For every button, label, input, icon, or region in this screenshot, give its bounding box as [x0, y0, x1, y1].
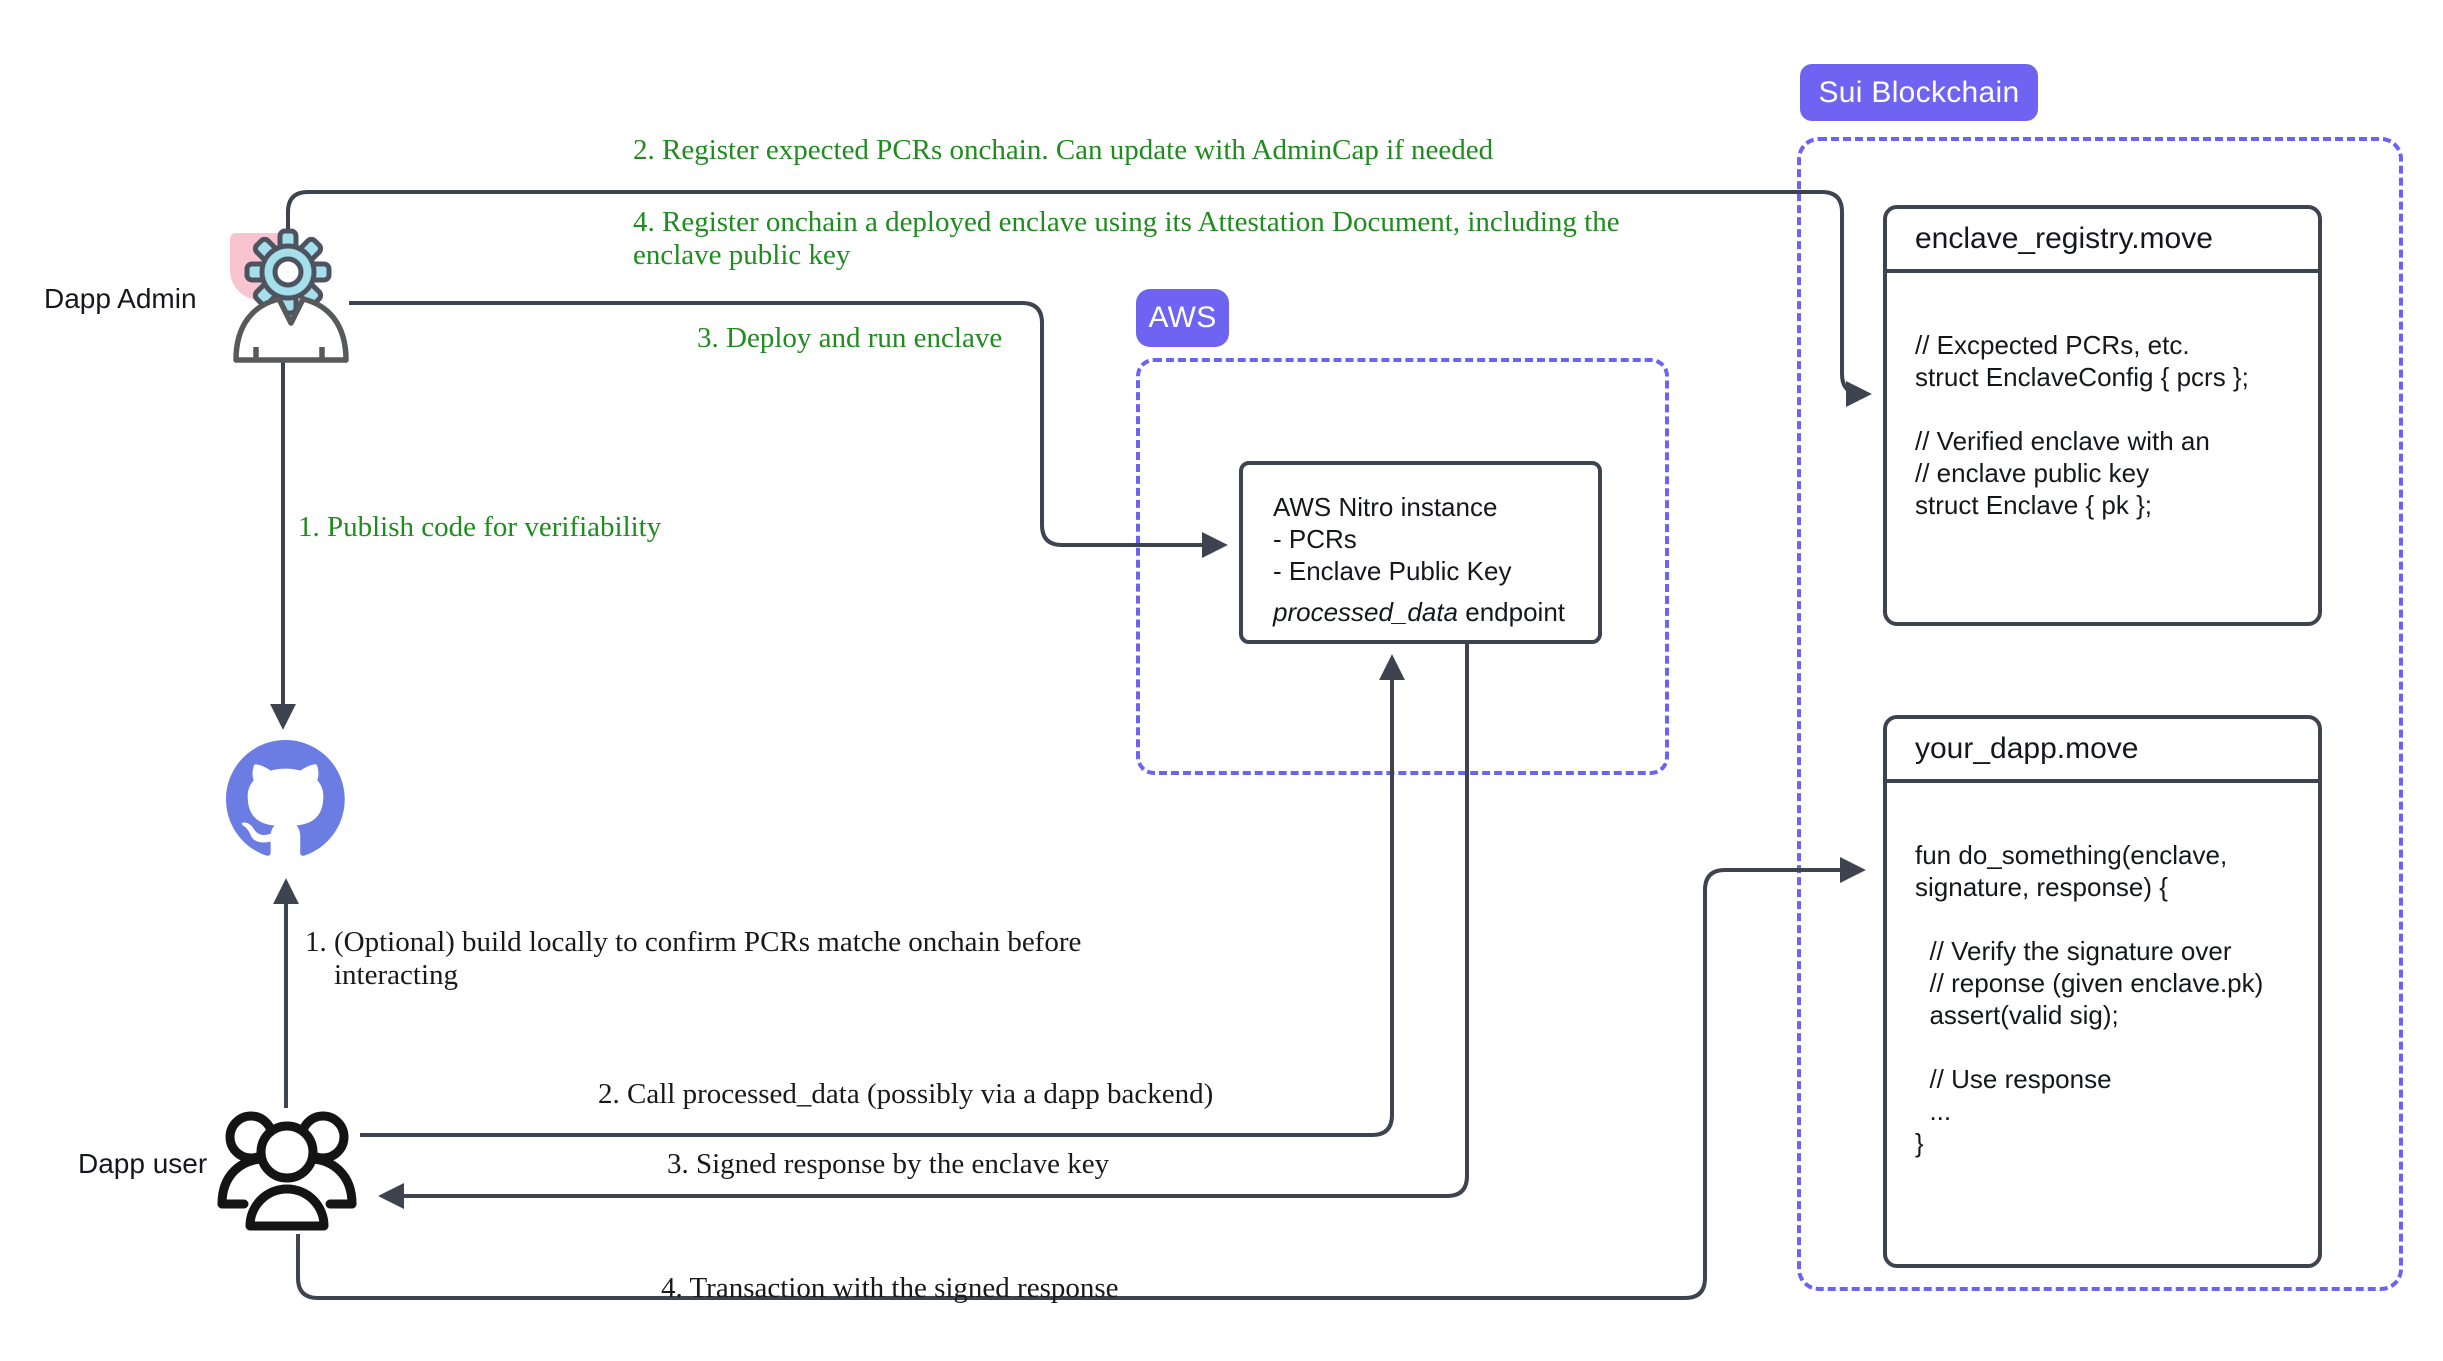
processed-data-endpoint-label: processed_data endpoint	[1273, 597, 1565, 628]
note-build-locally: 1. (Optional) build locally to confirm P…	[305, 926, 1082, 991]
note-publish-code: 1. Publish code for verifiability	[298, 511, 662, 543]
aws-badge: AWS	[1136, 289, 1229, 347]
admin-person-notches	[253, 347, 325, 360]
note-register-enclave: 4. Register onchain a deployed enclave u…	[633, 206, 1620, 271]
sui-blockchain-badge: Sui Blockchain	[1800, 64, 2038, 121]
note-call-endpoint: 2. Call processed_data (possibly via a d…	[598, 1078, 1214, 1110]
your-dapp-code: fun do_something(enclave, signature, res…	[1915, 840, 2264, 1158]
github-icon	[226, 740, 345, 856]
dapp-admin-label: Dapp Admin	[44, 283, 197, 314]
note-signed-response: 3. Signed response by the enclave key	[667, 1148, 1110, 1180]
sui-blockchain-boundary	[1797, 137, 2403, 1291]
endpoint-name: processed_data	[1273, 597, 1459, 627]
enclave-registry-code: // Excpected PCRs, etc. struct EnclaveCo…	[1915, 330, 2249, 520]
note-deploy-enclave: 3. Deploy and run enclave	[697, 322, 1003, 354]
aws-nitro-instance-box: AWS Nitro instance - PCRs - Enclave Publ…	[1239, 461, 1602, 644]
note-register-pcrs: 2. Register expected PCRs onchain. Can u…	[633, 134, 1494, 166]
your-dapp-box: your_dapp.move fun do_something(enclave,…	[1883, 715, 2322, 1268]
note-transaction: 4. Transaction with the signed response	[661, 1272, 1119, 1304]
dapp-user-label: Dapp user	[78, 1148, 208, 1179]
your-dapp-title: your_dapp.move	[1887, 719, 2318, 783]
enclave-registry-box: enclave_registry.move // Excpected PCRs,…	[1883, 205, 2322, 626]
admin-person-icon	[233, 296, 349, 363]
users-icon	[217, 1111, 357, 1231]
aws-nitro-lines: AWS Nitro instance - PCRs - Enclave Publ…	[1273, 492, 1512, 586]
enclave-registry-title: enclave_registry.move	[1887, 209, 2318, 273]
endpoint-suffix: endpoint	[1458, 597, 1566, 627]
pink-deco-square	[230, 233, 296, 300]
